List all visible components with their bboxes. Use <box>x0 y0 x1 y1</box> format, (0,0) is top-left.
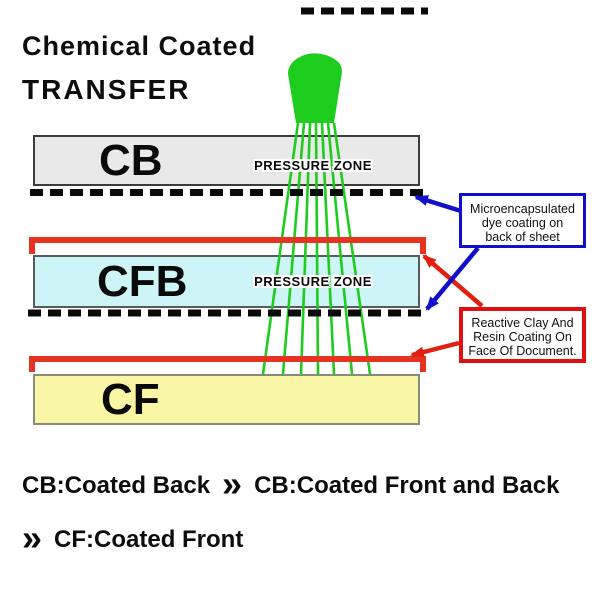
legend-row-1: CB:Coated Back » CB:Coated Front and Bac… <box>22 463 560 504</box>
cb-pressure-zone-label: PRESSURE ZONE <box>254 158 372 173</box>
cfb-pressure-zone-label: PRESSURE ZONE <box>254 274 372 289</box>
cfb-label: CFB <box>97 257 188 306</box>
cf-front-coating-line <box>29 356 426 372</box>
note-line: Microencapsulated <box>470 202 575 216</box>
note-line: Reactive Clay And <box>471 316 574 330</box>
microencapsulated-dye-note: Microencapsulated dye coating on back of… <box>459 193 586 248</box>
cb-label: CB <box>99 136 163 185</box>
diagram-title-line2: TRANSFER <box>22 74 191 105</box>
double-chevron-icon: » <box>222 463 243 504</box>
cf-sheet-bar <box>33 374 420 425</box>
blue-arrow-to-cb-dashes <box>413 194 462 214</box>
cf-label: CF <box>101 375 160 424</box>
legend-row-2: » CF:Coated Front <box>22 517 244 558</box>
red-arrow-to-cf-coating <box>409 340 460 358</box>
note-line: Resin Coating On <box>473 330 572 344</box>
pen-nib-icon <box>288 53 342 124</box>
legend-cb-coated-front-back: CB:Coated Front and Back <box>254 472 560 499</box>
legend-cf-coated-front: CF:Coated Front <box>54 526 244 553</box>
legend-cb-coated-back: CB:Coated Back <box>22 472 211 499</box>
diagram-title-line1: Chemical Coated <box>22 31 257 61</box>
blue-arrow-to-cfb-dashes <box>425 246 480 311</box>
reactive-clay-resin-note: Reactive Clay And Resin Coating On Face … <box>459 307 586 363</box>
double-chevron-icon: » <box>22 517 43 558</box>
note-line: Face Of Document. <box>468 344 577 358</box>
note-line: back of sheet <box>485 230 560 244</box>
note-line: dye coating on <box>481 216 564 230</box>
red-arrow-to-cfb-coating <box>422 254 484 308</box>
cfb-front-coating-line <box>29 237 426 254</box>
